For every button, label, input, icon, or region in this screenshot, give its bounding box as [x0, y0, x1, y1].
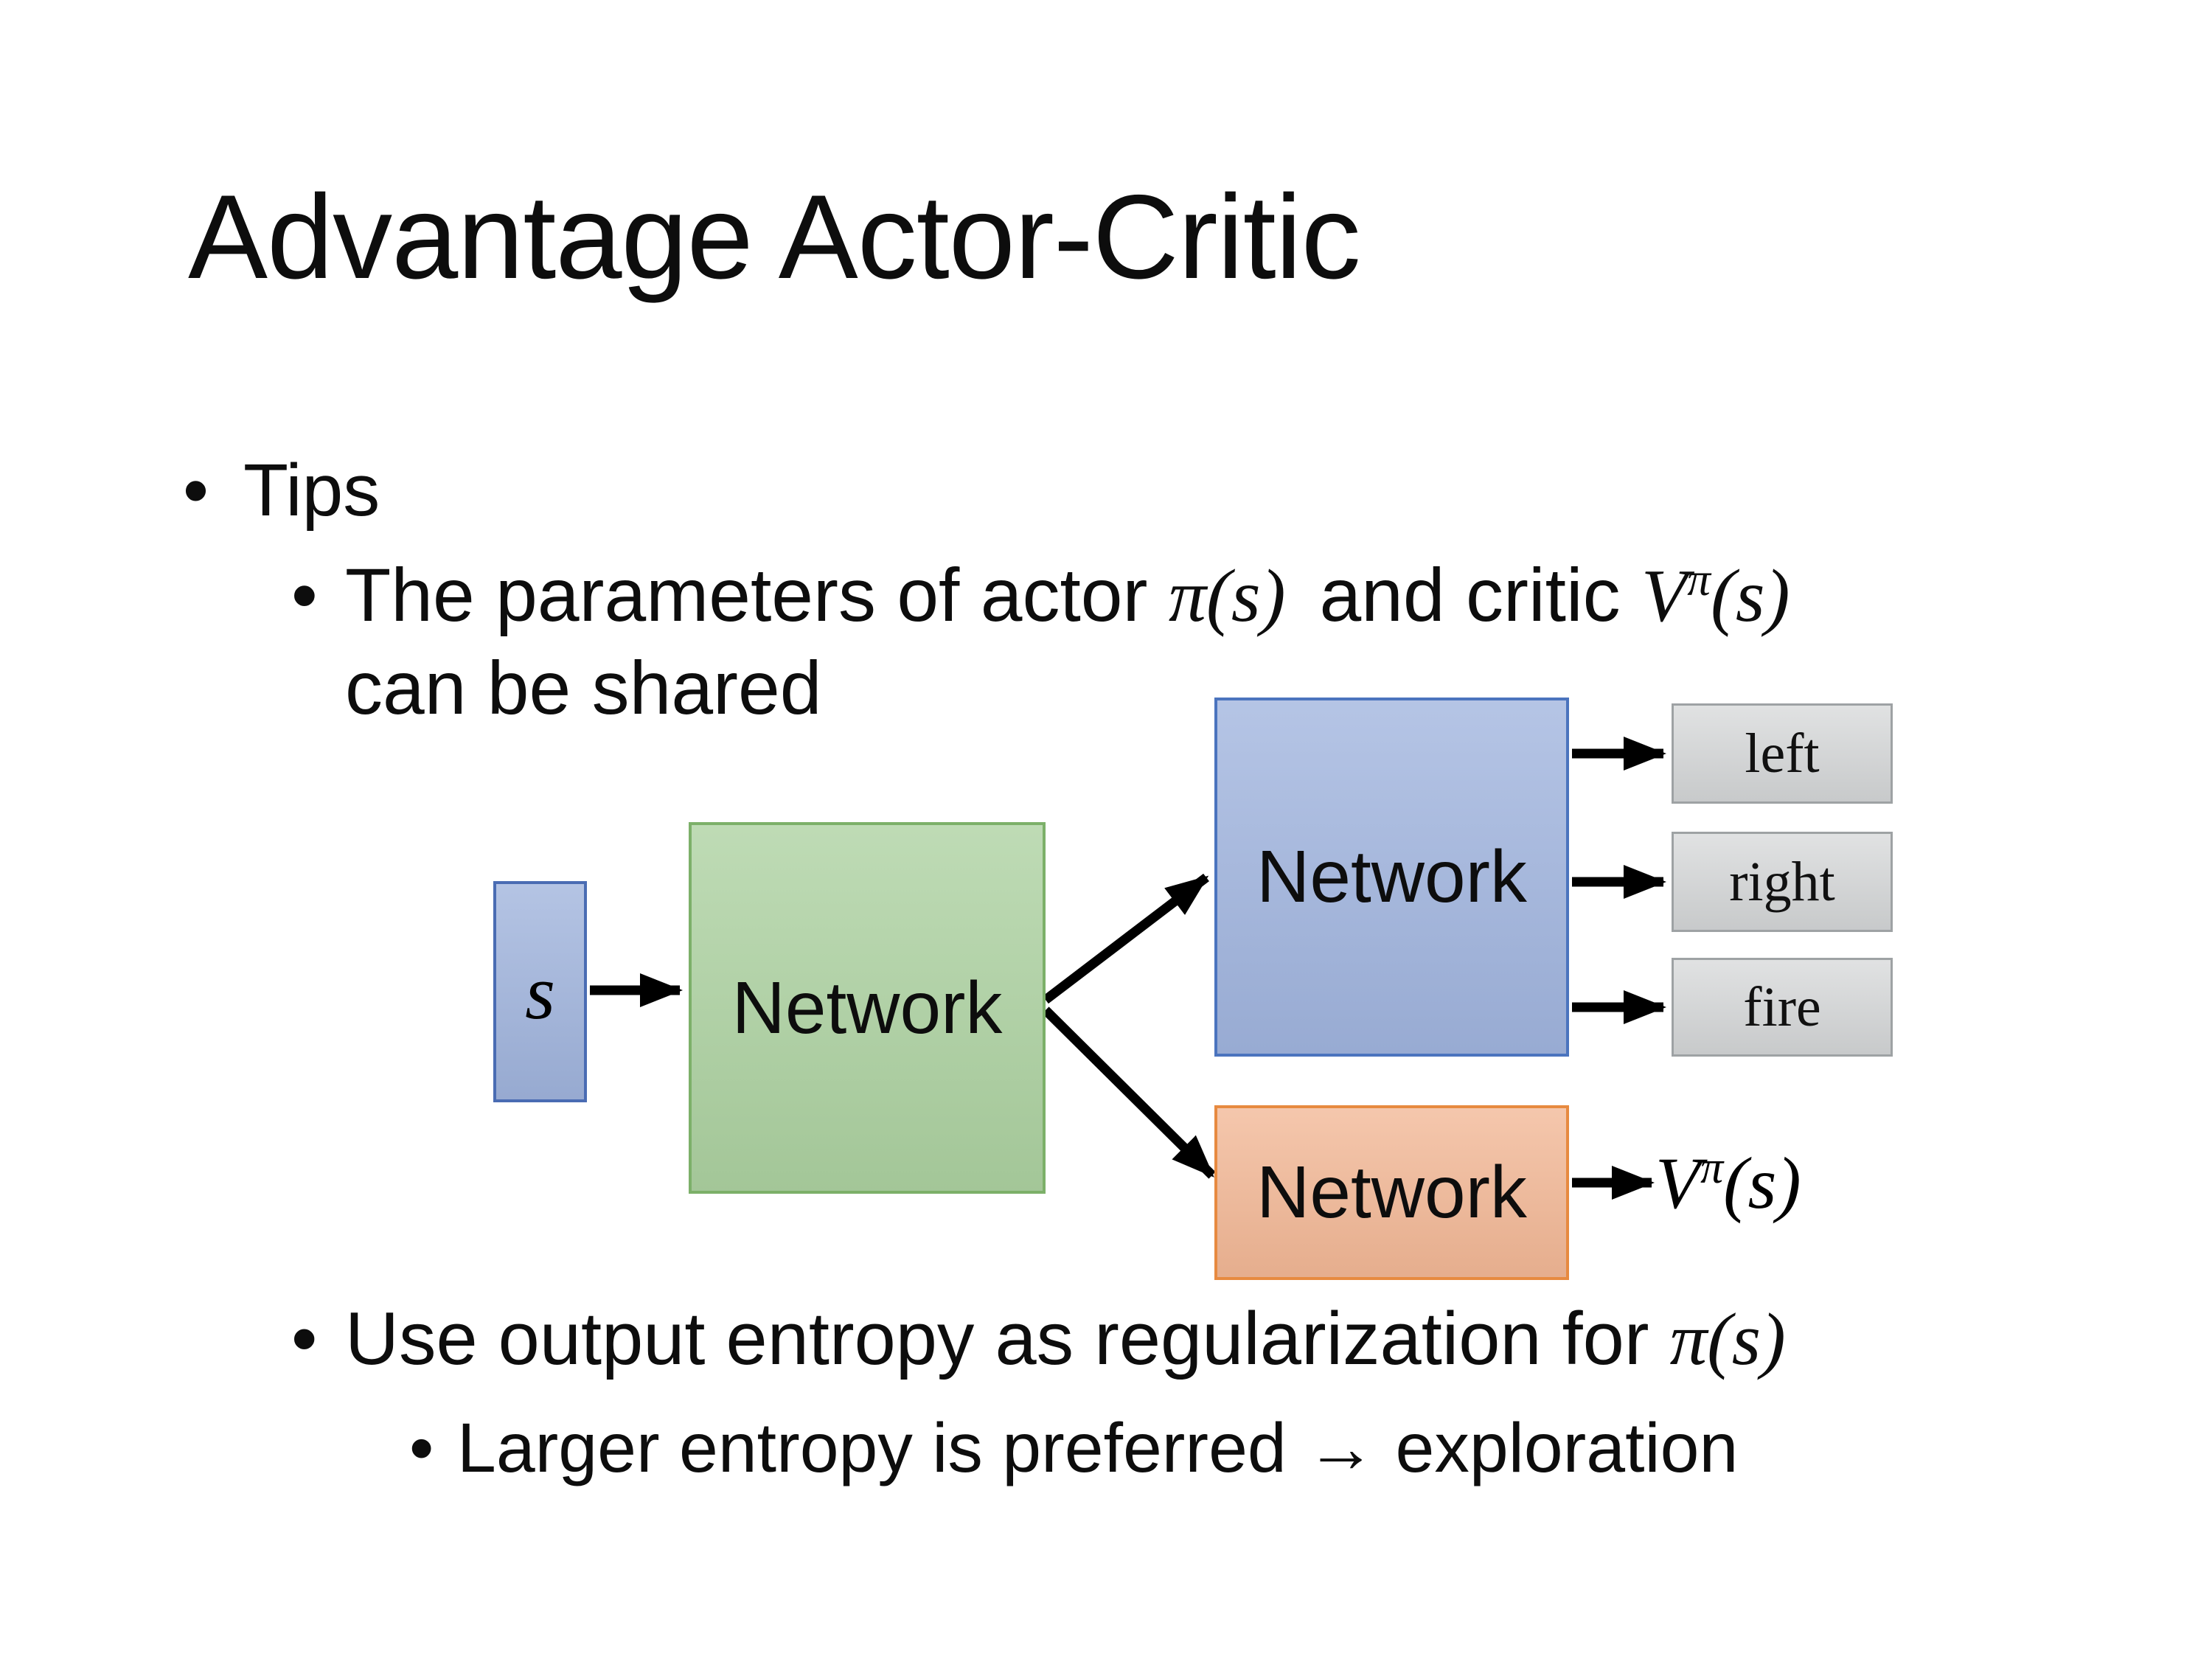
action-box-left: left: [1672, 703, 1893, 804]
tips-label: Tips: [243, 449, 380, 532]
arrow-shared-to-critic: [1042, 1006, 1216, 1179]
bullet-dot: •: [409, 1409, 434, 1487]
pi-superscript: π: [1687, 554, 1711, 606]
slide-title: Advantage Actor-Critic: [188, 170, 1361, 304]
arrow-shared-to-actor: [1043, 873, 1209, 1004]
action-box-fire: fire: [1672, 958, 1893, 1057]
value-function-expression: Vπ(s): [1641, 554, 1790, 638]
bullet-entropy-regularization: • Use output entropy as regularization fo…: [291, 1293, 1786, 1385]
bullet-parameters-shared: •The parameters of actor π(s)and critic …: [291, 549, 1790, 644]
actor-network-label: Network: [1256, 835, 1527, 918]
action-label-fire: fire: [1743, 975, 1821, 1038]
state-box: s: [493, 881, 587, 1102]
bullet-parameters-shared-line2: can be shared: [345, 646, 822, 730]
critic-network-box: Network: [1214, 1105, 1569, 1280]
b1-text-pre: The parameters of actor: [345, 553, 1169, 637]
value-function-output: Vπ(s): [1655, 1142, 1801, 1224]
bullet-dot: •: [183, 449, 209, 532]
state-label: s: [525, 948, 555, 1035]
bullet-dot: •: [291, 1298, 318, 1380]
bullet-larger-entropy: • Larger entropy is preferred → explorati…: [409, 1405, 1738, 1492]
bullet-tips: • Tips: [183, 445, 380, 537]
pi-s-expression: π(s): [1168, 554, 1286, 638]
bullet-dot: •: [291, 553, 318, 637]
action-label-left: left: [1745, 722, 1820, 785]
pi-s-expression: π(s): [1669, 1298, 1786, 1380]
action-box-right: right: [1672, 832, 1893, 932]
shared-network-label: Network: [731, 966, 1003, 1049]
b3-text: Larger entropy is preferred → exploratio…: [457, 1409, 1739, 1487]
critic-network-label: Network: [1256, 1151, 1527, 1234]
pi-superscript: π: [1700, 1142, 1724, 1193]
shared-network-box: Network: [689, 822, 1046, 1194]
actor-network-box: Network: [1214, 698, 1569, 1057]
b2-text-pre: Use output entropy as regularization for: [345, 1298, 1670, 1380]
b1-text-mid: and critic: [1319, 553, 1641, 637]
action-label-right: right: [1729, 850, 1835, 913]
